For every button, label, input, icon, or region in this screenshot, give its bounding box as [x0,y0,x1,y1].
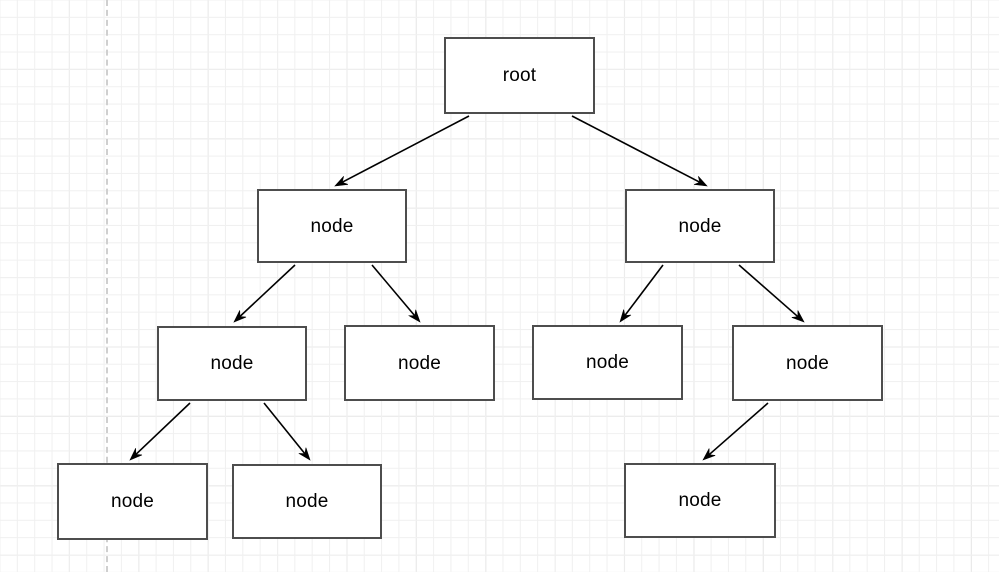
edge-n6-to-n9[interactable] [702,402,769,461]
node-label: node [397,352,442,374]
edge-line [134,402,191,456]
edge-line [371,264,417,318]
edge-line [340,115,470,184]
node-n7[interactable]: node [57,463,208,540]
node-label: node [785,352,830,374]
node-label: node [285,491,329,512]
node-label: node [110,491,155,512]
arrowhead-icon [619,309,632,323]
edge-line [738,264,800,318]
node-n9[interactable]: node [624,463,776,538]
node-n1[interactable]: node [257,189,407,263]
edge-root-to-n1[interactable] [334,115,470,187]
node-label: node [678,490,722,511]
edge-n2-to-n5[interactable] [619,264,664,323]
node-n2[interactable]: node [625,189,775,263]
arrowhead-icon [233,310,247,323]
arrowhead-icon [334,176,349,187]
node-n8[interactable]: node [232,464,382,539]
edge-line [623,264,664,317]
arrowhead-icon [408,309,421,323]
arrowhead-icon [129,448,143,461]
arrowhead-icon [298,447,311,461]
edge-line [238,264,296,318]
node-label: root [502,65,537,86]
node-label: node [678,215,722,237]
node-label: node [210,353,254,374]
node-n3[interactable]: node [157,326,307,401]
edge-n1-to-n3[interactable] [233,264,296,323]
node-n4[interactable]: node [344,325,495,401]
edge-n2-to-n6[interactable] [738,264,805,323]
edge-n1-to-n4[interactable] [371,264,421,323]
arrowhead-icon [693,176,708,187]
page-boundary-guide [106,0,108,572]
edge-line [571,115,702,184]
arrowhead-icon [791,310,805,323]
node-n5[interactable]: node [532,325,683,400]
node-label: node [310,215,354,237]
node-label: node [585,352,630,373]
node-root[interactable]: root [444,37,595,114]
arrowhead-icon [702,448,716,461]
node-n6[interactable]: node [732,325,883,401]
edge-line [707,402,769,456]
edge-n3-to-n7[interactable] [129,402,191,461]
edge-n3-to-n8[interactable] [263,402,311,461]
edge-line [263,402,307,455]
edge-root-to-n2[interactable] [571,115,708,187]
